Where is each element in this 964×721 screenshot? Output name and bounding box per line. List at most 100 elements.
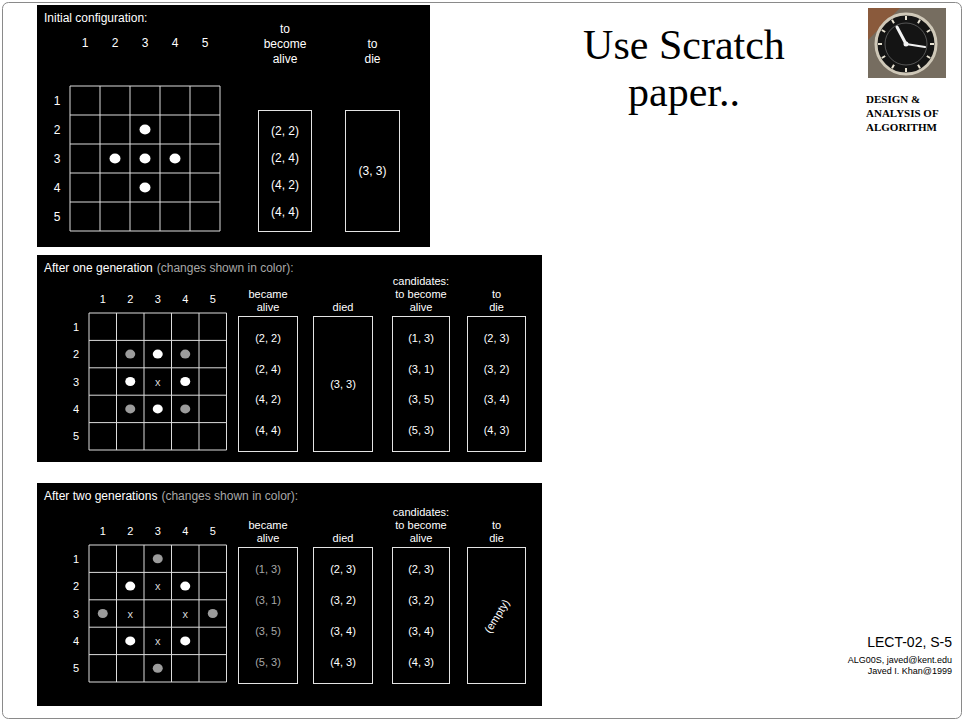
coordinate-list: (empty)	[468, 548, 525, 683]
cell-coordinate: (5, 3)	[408, 424, 434, 436]
dead-cell-mark: x	[155, 635, 161, 647]
live-cell-dot	[125, 636, 135, 645]
list-box: became alive(2, 2)(2, 4)(4, 2)(4, 4)	[238, 316, 298, 452]
column-number: 4	[182, 525, 188, 537]
row-number: 5	[54, 210, 61, 224]
cell-coordinate: (3, 2)	[484, 363, 510, 375]
live-cell-dot	[140, 125, 151, 135]
cell-coordinate: (3, 4)	[408, 625, 434, 637]
cell-coordinate: (2, 3)	[408, 563, 434, 575]
list-box: died(3, 3)	[313, 316, 373, 452]
life-grid	[70, 86, 227, 682]
author-email: ALG00S, javed@kent.edu	[848, 655, 952, 665]
dead-cell-mark: x	[128, 608, 134, 620]
panel-title: (changes shown in color):	[157, 261, 294, 275]
born-cell-dot	[180, 350, 190, 359]
list-box: died(2, 3)(3, 2)(3, 4)(4, 3)	[313, 547, 373, 684]
panel-heading: Initial configuration:	[44, 11, 147, 25]
clock-picture	[868, 8, 946, 78]
cell-coordinate: (1, 3)	[255, 563, 281, 575]
cell-coordinate: (2, 2)	[271, 124, 299, 138]
panel-title: After one generation	[44, 261, 153, 275]
cell-coordinate: (3, 4)	[484, 393, 510, 405]
live-cell-dot	[140, 183, 151, 193]
panel-title: (changes shown in color):	[161, 489, 298, 503]
panel-ground	[37, 255, 542, 462]
copyright-note: Javed I. Khan@1999	[868, 666, 952, 676]
clock-hand	[906, 44, 925, 47]
dead-cell-mark: x	[155, 376, 161, 388]
live-cell-dot	[110, 125, 191, 646]
cell-coordinate: (3, 5)	[255, 625, 281, 637]
cell-coordinate: (4, 2)	[271, 178, 299, 192]
lecture-id: LECT-02, S-5	[867, 634, 952, 650]
column-number: 3	[142, 36, 149, 50]
born-cell-dot	[98, 609, 108, 618]
grid-panel: After two generations (changes shown in c…	[37, 483, 542, 706]
column-heading: became alive	[248, 519, 287, 545]
cell-coordinate: (2, 3)	[330, 563, 356, 575]
row-number: 4	[73, 635, 79, 647]
coordinate-list: (1, 3)(3, 1)(3, 5)(5, 3)	[393, 317, 449, 451]
coordinate-list: (1, 3)(3, 1)(3, 5)(5, 3)	[239, 548, 297, 683]
cell-coordinate: (empty)	[482, 597, 512, 635]
cell-coordinate: (4, 2)	[255, 393, 281, 405]
list-box: candidates: to become alive(2, 3)(3, 2)(…	[392, 547, 450, 684]
panel-title: After two generations	[44, 489, 157, 503]
born-cell-dot	[98, 350, 218, 673]
column-number: 2	[112, 36, 119, 50]
cell-coordinate: (4, 3)	[408, 656, 434, 668]
column-heading: candidates: to become alive	[393, 506, 449, 545]
column-heading: candidates: to become alive	[393, 275, 449, 314]
column-number: 1	[100, 293, 106, 305]
live-cell-dot	[125, 582, 135, 591]
cell-coordinate: (3, 2)	[408, 594, 434, 606]
cell-coordinate: (3, 1)	[255, 594, 281, 606]
row-number: 3	[73, 608, 79, 620]
born-cell-dot	[125, 350, 135, 359]
row-number: 5	[73, 430, 79, 442]
slide-title: Use Scratch paper..	[553, 22, 815, 116]
live-cell-dot	[170, 154, 181, 164]
live-cell-dot	[180, 582, 190, 591]
coordinate-list: (2, 3)(3, 2)(3, 4)(4, 3)	[314, 548, 372, 683]
row-number: 1	[54, 94, 61, 108]
column-number: 2	[127, 293, 133, 305]
coordinate-list: (2, 3) (3, 2) (3, 4) (4, 3)	[393, 548, 449, 683]
coordinate-list: (3, 3)	[346, 111, 399, 231]
live-cell-dot	[180, 636, 190, 645]
row-number: 5	[73, 662, 79, 674]
panel-title: Initial configuration:	[44, 11, 147, 25]
row-number: 4	[73, 403, 79, 415]
live-cell-dot	[153, 350, 163, 359]
panel-ground	[37, 5, 542, 706]
list-box: to become alive(2, 2)(2, 4)(4, 2)(4, 4)	[258, 110, 312, 232]
clock-picture	[868, 8, 946, 78]
grid-panel: Initial configuration: to become alive (2,…	[37, 5, 430, 247]
cell-coordinate: (3, 2)	[330, 594, 356, 606]
list-box: to die(empty)	[467, 547, 526, 684]
dead-cell-mark: x	[183, 608, 189, 620]
coordinate-list: (3, 3)	[314, 317, 372, 451]
column-number: 5	[210, 525, 216, 537]
cell-coordinate: (4, 4)	[271, 205, 299, 219]
list-box: to die(2, 3)(3, 2)(3, 4)(4, 3)	[467, 316, 526, 452]
column-number: 4	[172, 36, 179, 50]
cell-coordinate: (4, 4)	[255, 424, 281, 436]
column-heading: died	[333, 532, 354, 545]
life-grid	[89, 545, 227, 682]
column-heading: to become alive	[264, 22, 307, 67]
cell-coordinate: (3, 3)	[358, 164, 386, 178]
coordinate-list: (2, 2)(2, 4)(4, 2)(4, 4)	[239, 317, 297, 451]
course-name: DESIGN & ANALYSIS OF ALGORITHM	[866, 92, 961, 134]
dead-cell-mark: x	[155, 580, 161, 592]
live-cell-dot	[153, 404, 163, 413]
column-heading: became alive	[248, 288, 287, 314]
born-cell-dot	[208, 609, 218, 618]
list-box: to die(3, 3)	[345, 110, 400, 232]
clock-face	[885, 23, 927, 65]
